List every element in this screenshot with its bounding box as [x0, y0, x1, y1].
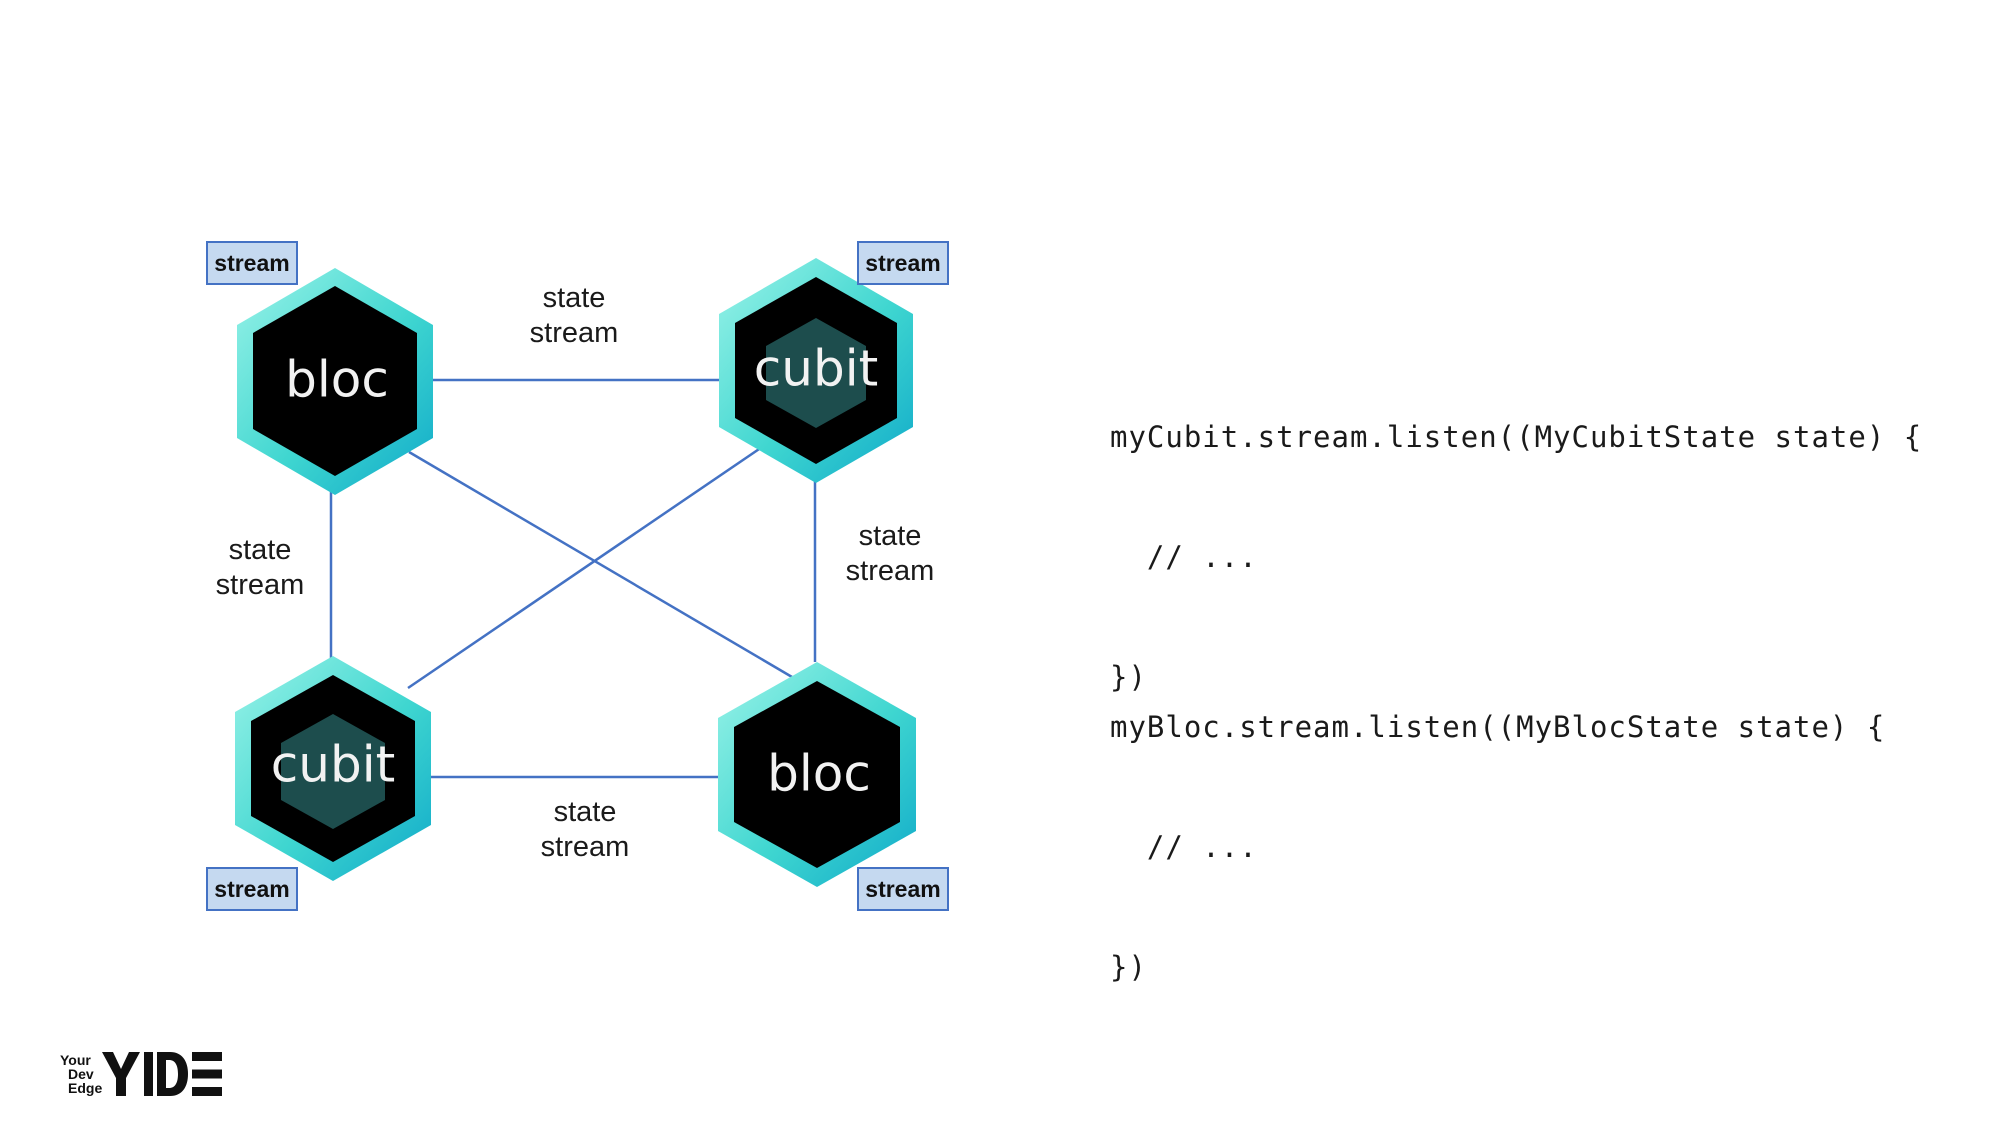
node-label: bloc	[767, 745, 871, 803]
yde-logo-mark-icon	[102, 1052, 223, 1096]
connector-diagonal-bloc-bloc	[408, 450, 793, 679]
code-line: })	[1110, 660, 1147, 694]
cubit-node-top-right: cubit	[719, 258, 913, 483]
code-line: myCubit.stream.listen((MyCubitState stat…	[1110, 420, 1923, 454]
edge-label-line: state	[553, 796, 617, 828]
edge-label-left: state stream	[180, 533, 340, 603]
logo-word: Dev	[68, 1066, 94, 1082]
bloc-node-bottom-right: bloc	[718, 662, 916, 887]
connector-diagonal-cubit-cubit	[407, 443, 766, 690]
edge-label-line: stream	[529, 317, 619, 349]
hexagon-core	[734, 681, 900, 868]
node-label: cubit	[754, 340, 878, 398]
code-line: // ...	[1110, 830, 1258, 864]
cubit-inner-hex-icon	[766, 318, 866, 428]
code-line: // ...	[1110, 540, 1258, 574]
your-dev-edge-logo: Your Dev Edge	[60, 1050, 223, 1098]
edge-label-line: stream	[845, 555, 935, 587]
node-label: bloc	[285, 351, 389, 409]
edge-label-line: stream	[215, 569, 305, 601]
logo-wordmark: Your Dev Edge	[60, 1053, 102, 1095]
edge-label-right: state stream	[810, 519, 970, 589]
edge-label-bottom: state stream	[505, 795, 665, 865]
bloc-code-snippet: myBloc.stream.listen((MyBlocState state)…	[1110, 633, 1885, 1027]
edge-label-line: state	[542, 282, 606, 314]
hexagon-core	[253, 286, 417, 476]
stream-badge-bottom-right: stream	[857, 867, 949, 911]
code-line: myBloc.stream.listen((MyBlocState state)…	[1110, 710, 1886, 744]
stream-badge-bottom-left: stream	[206, 867, 298, 911]
edge-label-line: state	[858, 520, 922, 552]
stream-badge-top-right: stream	[857, 241, 949, 285]
bloc-node-top-left: bloc	[237, 268, 433, 495]
code-line: })	[1110, 950, 1147, 984]
cubit-inner-hex-icon	[281, 714, 385, 829]
node-label: cubit	[271, 736, 395, 794]
edge-label-top: state stream	[494, 281, 654, 351]
edge-label-line: state	[228, 534, 292, 566]
stream-badge-top-left: stream	[206, 241, 298, 285]
edge-label-line: stream	[540, 831, 630, 863]
logo-word: Your	[60, 1052, 91, 1068]
cubit-code-snippet: myCubit.stream.listen((MyCubitState stat…	[1110, 343, 1922, 737]
cubit-node-bottom-left: cubit	[235, 656, 431, 881]
connectors	[329, 378, 817, 779]
logo-word: Edge	[68, 1080, 103, 1096]
